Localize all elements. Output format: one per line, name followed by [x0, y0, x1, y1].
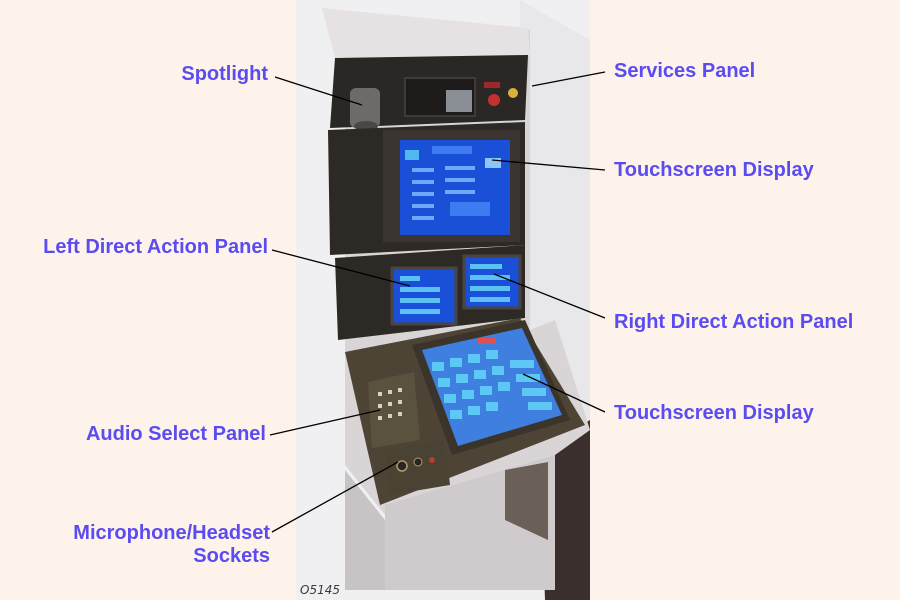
console-left-side: [320, 15, 385, 590]
mic-socket-3: [429, 457, 435, 463]
leader-lines: [269, 71, 606, 533]
upper-touchscreen-rows: [412, 158, 501, 220]
left-dap-buttons: [400, 276, 440, 314]
mic-socket-2: [413, 457, 423, 467]
figure-id: O5145: [300, 583, 340, 597]
lower-touchscreen-keys: [432, 350, 552, 419]
leader-touchscreen-lower: [522, 373, 606, 413]
services-button-square: [446, 90, 472, 112]
leader-touchscreen-upper: [491, 159, 606, 171]
mic-socket-1: [396, 460, 408, 472]
upper-touchscreen-icon: [405, 150, 419, 160]
label-microphone-headset-sockets: Microphone/Headset Sockets: [20, 522, 270, 568]
upper-touchscreen-header: [432, 146, 472, 154]
label-services-panel: Services Panel: [614, 60, 756, 82]
label-touchscreen-lower: Touchscreen Display: [614, 402, 814, 424]
audio-select-panel: [368, 372, 420, 448]
services-yellow-lamp: [508, 88, 518, 98]
leader-mic-sockets: [271, 461, 399, 533]
leader-left-dap: [271, 249, 411, 287]
lower-cabinet-recess: [505, 462, 548, 540]
label-audio-select-panel: Audio Select Panel: [85, 423, 266, 445]
leader-spotlight: [274, 76, 363, 106]
label-mic-line2: Sockets: [193, 545, 270, 567]
audio-select-switches: [378, 388, 402, 420]
leader-audio-select: [269, 409, 381, 436]
right-dap-buttons: [470, 264, 510, 302]
leader-right-dap: [493, 273, 606, 319]
label-mic-line1: Microphone/Headset: [73, 522, 270, 544]
mic-socket-panel: [385, 440, 450, 495]
services-red-strip: [484, 82, 500, 88]
services-red-lamp: [488, 94, 500, 106]
spotlight-lamp: [350, 88, 380, 128]
label-spotlight: Spotlight: [181, 63, 268, 85]
lower-touchscreen-red-tab: [478, 338, 496, 344]
leader-services-panel: [531, 71, 606, 87]
console-top-cap: [322, 8, 530, 58]
label-left-direct-action-panel: Left Direct Action Panel: [43, 236, 268, 258]
label-touchscreen-upper: Touchscreen Display: [614, 159, 814, 181]
label-right-direct-action-panel: Right Direct Action Panel: [614, 311, 854, 333]
